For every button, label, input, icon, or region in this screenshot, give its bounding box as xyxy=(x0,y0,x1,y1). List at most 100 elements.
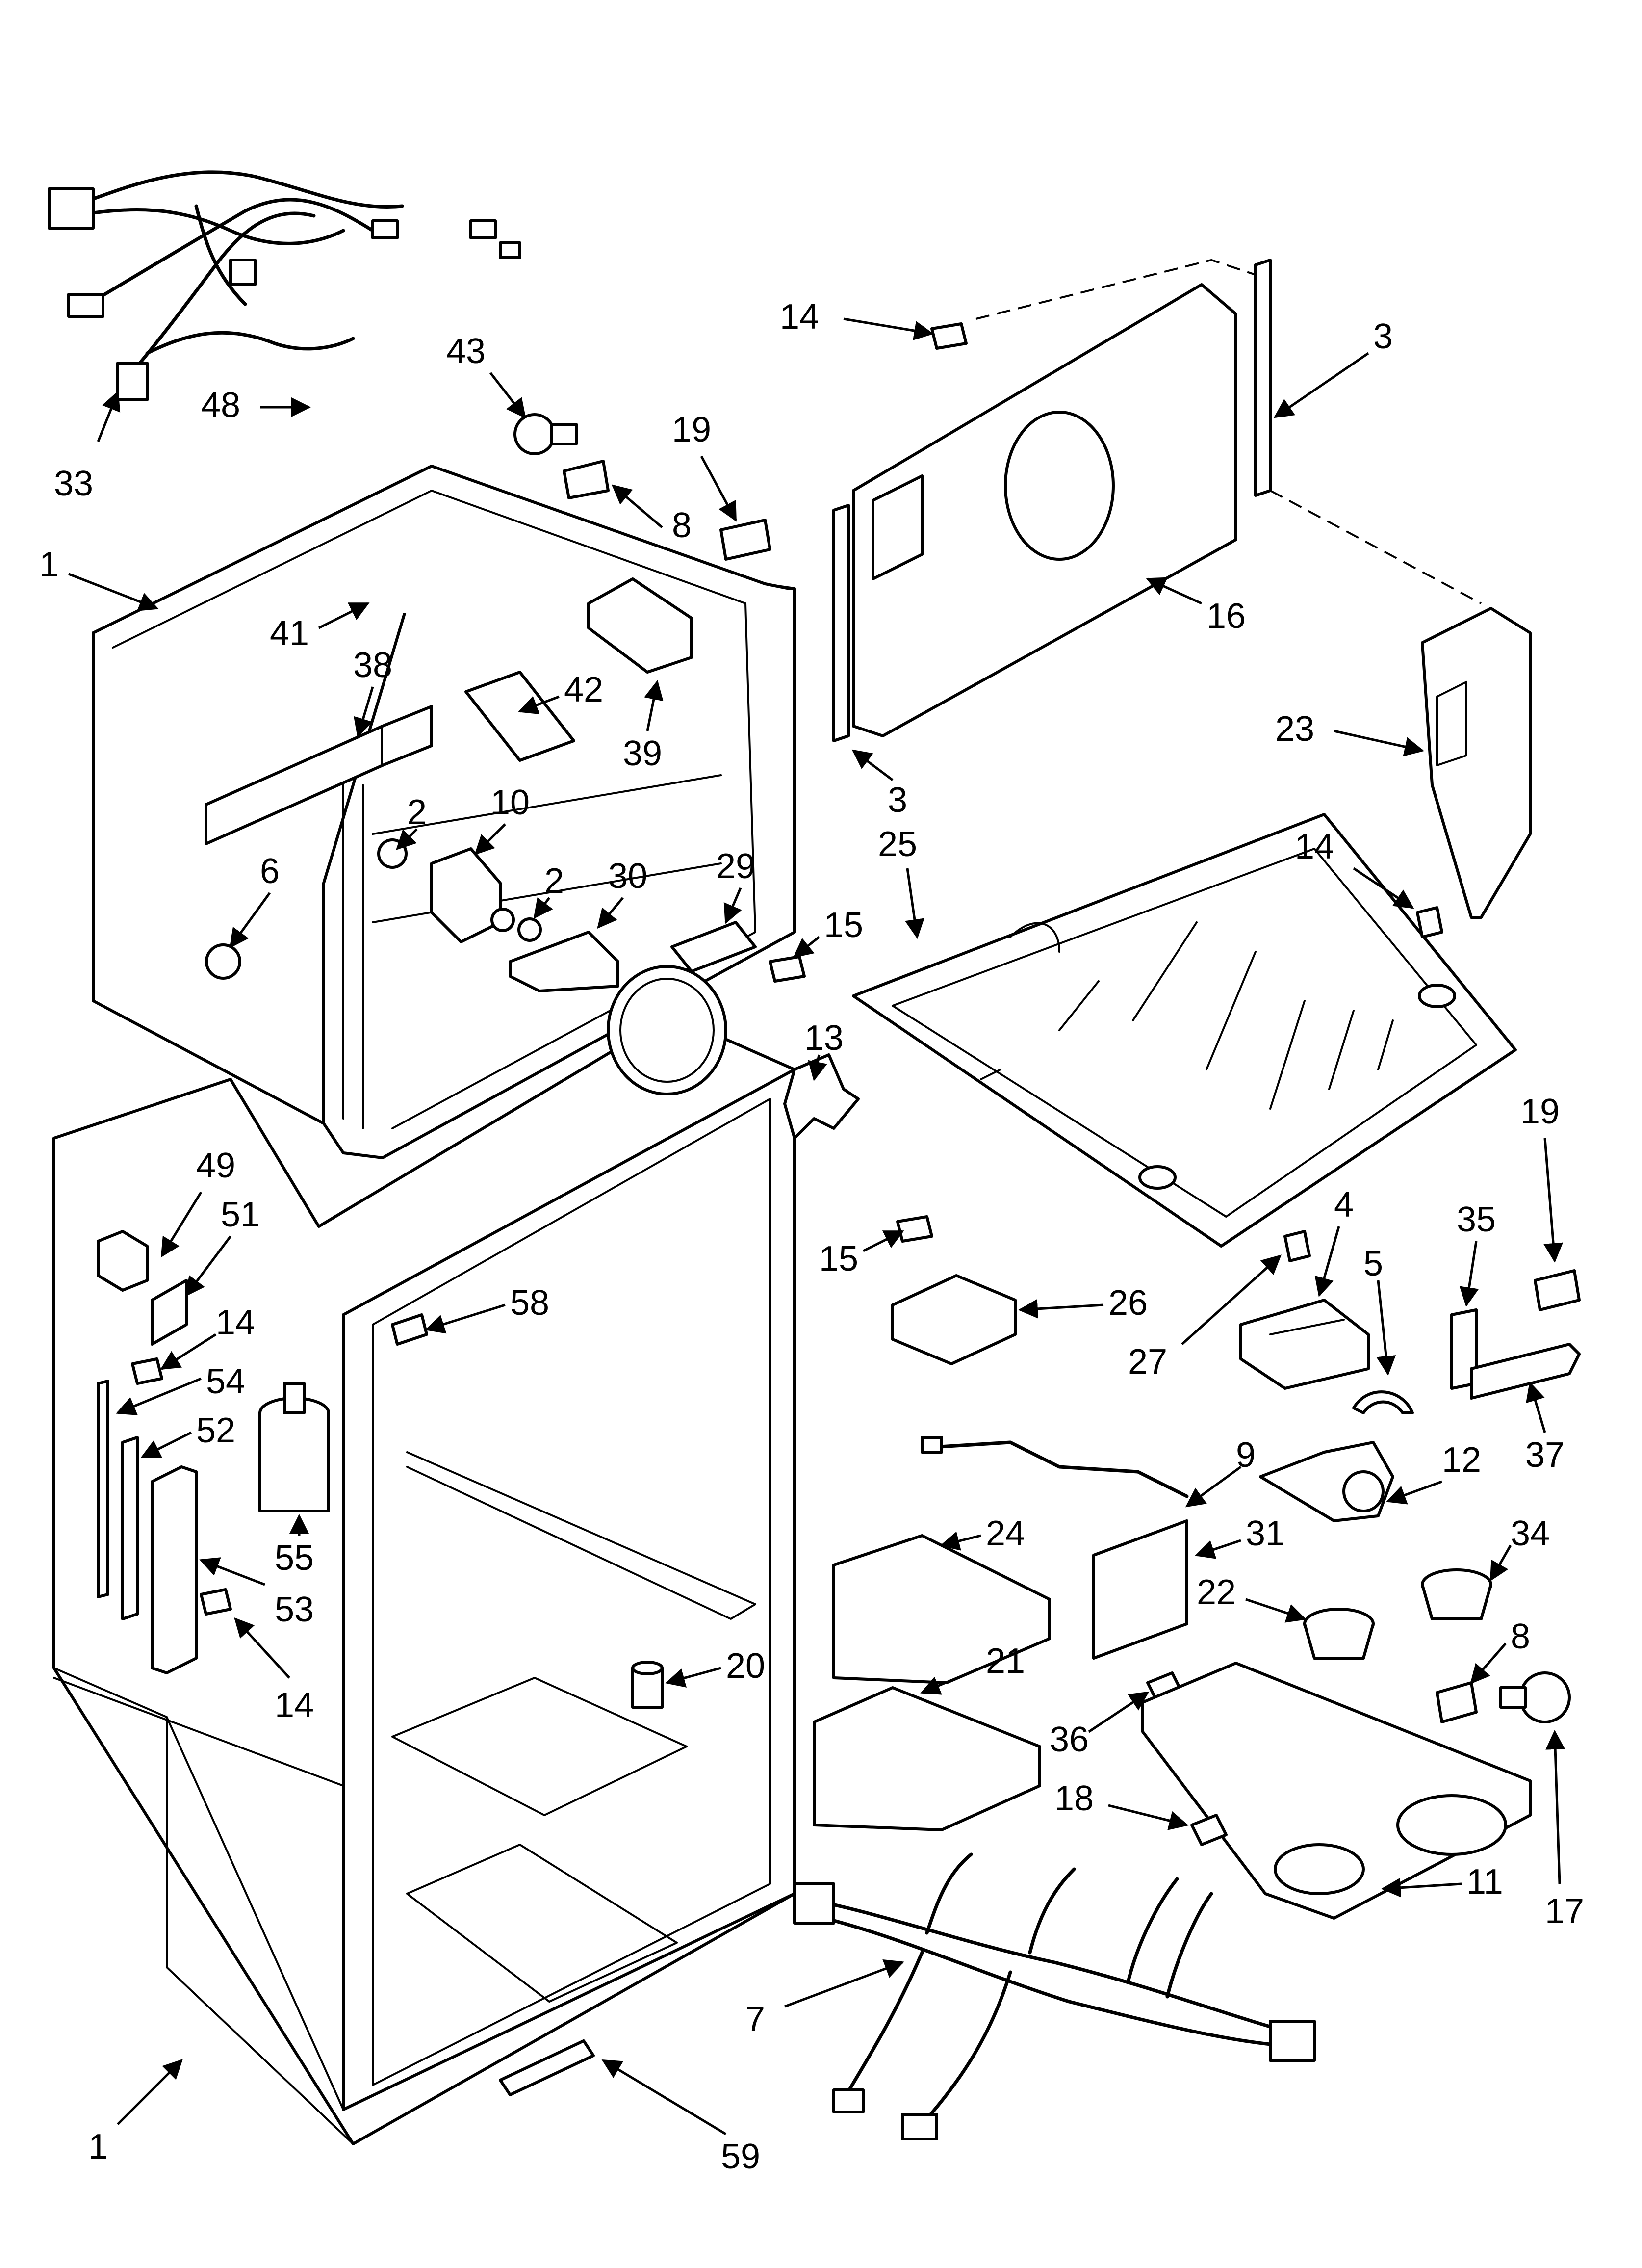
callout-15-mid: 15 xyxy=(819,1239,858,1278)
callout-37: 37 xyxy=(1525,1435,1565,1475)
callout-1-top: 1 xyxy=(39,545,59,584)
callout-19-right: 19 xyxy=(1520,1092,1560,1131)
callout-10: 10 xyxy=(490,783,530,822)
callout-2-a: 2 xyxy=(407,793,427,832)
callout-17: 17 xyxy=(1545,1892,1584,1931)
callout-3-bottom: 3 xyxy=(888,781,907,820)
callout-26: 26 xyxy=(1108,1283,1148,1323)
tube-54 xyxy=(97,1380,109,1598)
light-socket-8-b xyxy=(1436,1681,1478,1723)
callout-15-top: 15 xyxy=(824,906,863,945)
channel-53 xyxy=(151,1465,198,1674)
callout-53: 53 xyxy=(275,1590,314,1629)
callout-31: 31 xyxy=(1246,1514,1285,1553)
callout-19-top: 19 xyxy=(672,410,711,449)
callout-3-top: 3 xyxy=(1373,317,1393,356)
callout-49: 49 xyxy=(196,1146,235,1185)
callout-34: 34 xyxy=(1511,1514,1550,1553)
callout-18: 18 xyxy=(1054,1779,1094,1818)
callout-20: 20 xyxy=(726,1646,765,1686)
heater-42 xyxy=(464,671,575,762)
air-duct-23 xyxy=(1421,607,1532,919)
clip-5 xyxy=(1352,1390,1414,1414)
callout-2-b: 2 xyxy=(544,861,564,901)
light-housing-12 xyxy=(1141,1662,1532,1920)
bracket-37 xyxy=(1470,1343,1581,1400)
callout-14-left-b: 14 xyxy=(275,1686,314,1725)
clip-19-top xyxy=(719,519,771,561)
callout-14-tray: 14 xyxy=(1295,827,1334,866)
cover-31 xyxy=(1092,1519,1188,1660)
callout-33: 33 xyxy=(54,464,93,503)
callout-48: 48 xyxy=(201,386,240,425)
callout-41: 41 xyxy=(270,614,309,653)
callout-8-top: 8 xyxy=(672,506,692,545)
light-bulb-43 xyxy=(513,413,578,455)
damper-26 xyxy=(891,1274,1017,1365)
callout-52: 52 xyxy=(196,1411,235,1450)
grommet-20 xyxy=(631,1661,664,1709)
screw-14-left-b xyxy=(200,1588,232,1616)
callout-55: 55 xyxy=(275,1538,314,1578)
callout-21: 21 xyxy=(986,1642,1025,1681)
fresh-food-liner-1 xyxy=(52,1014,796,2145)
knob-6 xyxy=(205,943,241,980)
callout-12: 11 xyxy=(1466,1862,1503,1902)
screw-14-left-a xyxy=(131,1357,163,1385)
callout-5: 5 xyxy=(1363,1244,1383,1283)
callout-7: 7 xyxy=(745,2000,765,2039)
callout-39: 39 xyxy=(623,734,662,773)
clip-58 xyxy=(391,1313,428,1346)
callout-29: 29 xyxy=(716,847,755,886)
callout-58: 58 xyxy=(510,1283,549,1323)
callout-51: 51 xyxy=(221,1195,260,1234)
bracket-13 xyxy=(1259,1441,1394,1522)
screw-27 xyxy=(1283,1230,1311,1262)
callout-1-bottom: 1 xyxy=(88,2127,108,2166)
callout-16: 16 xyxy=(1206,597,1246,636)
screw-15-a xyxy=(769,955,806,983)
filter-55 xyxy=(258,1382,330,1512)
cup-34 xyxy=(1421,1568,1492,1620)
callout-8-bottom: 8 xyxy=(1511,1617,1530,1656)
callout-42: 42 xyxy=(564,670,603,709)
deflector-21 xyxy=(813,1686,1041,1831)
light-bulb-17 xyxy=(1499,1671,1571,1723)
wire-9 xyxy=(921,1436,1189,1498)
fan-blade-11 xyxy=(783,1053,860,1140)
callout-35: 35 xyxy=(1457,1200,1496,1239)
gasket-3-left xyxy=(832,504,850,742)
wire-harness-33 xyxy=(48,170,521,401)
light-socket-8 xyxy=(563,460,610,499)
callout-59: 59 xyxy=(721,2137,760,2176)
callout-24: 24 xyxy=(986,1514,1025,1553)
callout-4: 4 xyxy=(1334,1185,1354,1225)
fan-shroud xyxy=(607,965,727,1095)
valve-49 xyxy=(97,1230,149,1292)
clip-19-right xyxy=(1534,1269,1581,1311)
callout-6: 6 xyxy=(260,852,280,891)
callout-14-top: 14 xyxy=(780,297,819,337)
callout-22: 22 xyxy=(1197,1573,1236,1612)
clip-2b xyxy=(517,917,542,942)
tube-52 xyxy=(121,1436,139,1620)
callout-23: 23 xyxy=(1275,709,1314,749)
deflector-24 xyxy=(832,1534,1051,1684)
drain-tray-25 xyxy=(852,813,1517,1248)
callout-38: 38 xyxy=(353,646,392,685)
fuse-18 xyxy=(1190,1814,1228,1846)
duct-39 xyxy=(587,577,693,674)
callout-11: 13 xyxy=(804,1018,844,1058)
cup-22 xyxy=(1303,1608,1375,1660)
screw-14-top xyxy=(930,322,968,350)
tube-59 xyxy=(499,2039,595,2096)
screw-14-tray xyxy=(1416,906,1443,938)
callout-30: 30 xyxy=(608,857,647,896)
gasket-3-right xyxy=(1254,259,1272,497)
cover-51 xyxy=(151,1279,188,1346)
callout-36: 36 xyxy=(1050,1720,1089,1759)
bracket-29 xyxy=(670,921,757,973)
callout-54: 54 xyxy=(206,1362,245,1401)
thermostat-10 xyxy=(430,847,515,943)
callout-group: 33 48 43 8 19 1 41 38 42 39 2 10 6 2 30 … xyxy=(39,297,1584,2176)
